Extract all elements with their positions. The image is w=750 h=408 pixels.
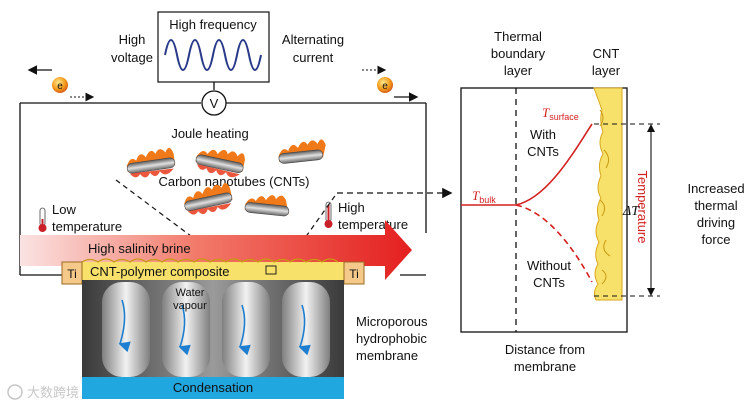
x-axis-label-1: Distance from xyxy=(505,342,585,357)
without-cnts-curve xyxy=(515,204,593,283)
alternating-current-label-1: Alternating xyxy=(282,32,344,47)
voltmeter: V xyxy=(201,82,227,116)
driving-force-label-3: driving xyxy=(697,215,735,230)
membrane xyxy=(82,280,344,377)
water-vapour-label-2: vapour xyxy=(173,300,207,312)
electrode-left-label: Ti xyxy=(67,267,77,281)
zoom-line-mid xyxy=(284,192,338,267)
waveform-box: High frequency xyxy=(157,11,270,83)
electron-right: e xyxy=(362,65,419,102)
watermark-text: 大数跨境 xyxy=(27,386,79,401)
with-cnts-label-1: With xyxy=(530,127,556,142)
electrode-right: Ti xyxy=(343,261,365,285)
composite-layer xyxy=(81,258,344,280)
cnts-label: Carbon nanotubes (CNTs) xyxy=(158,174,309,189)
high-voltage-label-2: voltage xyxy=(111,50,153,65)
electrode-right-label: Ti xyxy=(349,267,359,281)
with-cnts-curve xyxy=(515,123,593,206)
waveform-title: High frequency xyxy=(169,17,257,32)
nanotube-3 xyxy=(278,139,326,164)
y-axis-label: Temperature xyxy=(635,171,650,244)
t-bulk-label: Tbulk xyxy=(472,188,496,205)
electron-left-label: e xyxy=(57,81,63,92)
electrode-left: Ti xyxy=(61,261,83,285)
high-voltage-label-1: High xyxy=(119,32,146,47)
membrane-label-1: Microporous xyxy=(356,314,428,329)
without-cnts-label-2: CNTs xyxy=(533,275,565,290)
composite-label: CNT-polymer composite xyxy=(90,264,229,279)
nanotube-2 xyxy=(195,149,245,178)
without-cnts-label-1: Without xyxy=(527,258,571,273)
voltmeter-label: V xyxy=(210,96,219,111)
joule-heating-label: Joule heating xyxy=(171,126,248,141)
driving-force-label-1: Increased xyxy=(687,181,744,196)
low-temperature-label-1: Low xyxy=(52,202,76,217)
high-temperature-label-2: temperature xyxy=(338,217,408,232)
cnt-layer-label-1: CNT xyxy=(593,46,620,61)
sine-wave xyxy=(164,39,262,71)
boundary-layer-label-1: Thermal xyxy=(494,29,542,44)
thermometer-low-icon xyxy=(38,207,47,232)
delta-t-label: ΔT xyxy=(622,204,640,219)
watermark: 大数跨境 xyxy=(7,384,79,401)
cnt-layer-label-2: layer xyxy=(592,63,621,78)
nanotube-4 xyxy=(184,182,233,215)
condensation-label: Condensation xyxy=(173,380,253,395)
brine-label: High salinity brine xyxy=(88,241,191,256)
circuit-wires xyxy=(19,102,427,276)
profile-graph xyxy=(460,87,660,333)
low-temperature-label-2: temperature xyxy=(52,219,122,234)
membrane-label-3: membrane xyxy=(356,348,418,363)
electron-left: e xyxy=(27,65,95,102)
driving-force-label-2: thermal xyxy=(694,198,737,213)
electron-right-label: e xyxy=(382,81,388,92)
water-vapour-label-1: Water xyxy=(176,287,205,299)
boundary-layer-label-2: boundary xyxy=(491,46,546,61)
x-axis-label-2: membrane xyxy=(514,359,576,374)
driving-force-label-4: force xyxy=(702,232,731,247)
t-surface-label: Tsurface xyxy=(542,105,579,122)
nanotube-5 xyxy=(244,195,290,217)
membrane-label-2: hydrophobic xyxy=(356,331,427,346)
with-cnts-label-2: CNTs xyxy=(527,144,559,159)
condensation-band xyxy=(82,377,344,399)
high-temperature-label-1: High xyxy=(338,200,365,215)
nanotube-1 xyxy=(126,147,176,178)
boundary-layer-label-3: layer xyxy=(504,63,533,78)
alternating-current-label-2: current xyxy=(293,50,334,65)
cnt-layer-band xyxy=(593,87,623,301)
